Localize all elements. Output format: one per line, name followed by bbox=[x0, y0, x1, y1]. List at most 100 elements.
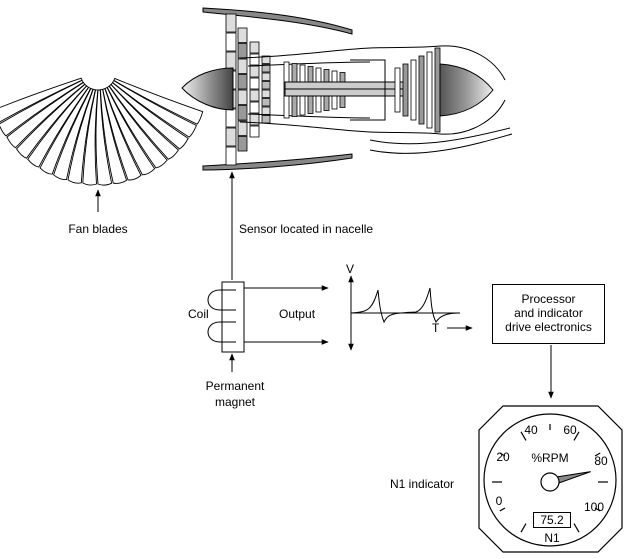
voltage-waveform bbox=[348, 275, 461, 351]
fan-stage-segment bbox=[249, 89, 260, 102]
fan-blade bbox=[99, 88, 128, 184]
gauge-digital-readout: 75.2 bbox=[533, 512, 571, 528]
fan-stage-segment bbox=[225, 32, 237, 52]
n1-indicator-label: N1 indicator bbox=[390, 477, 455, 491]
fan-blade bbox=[15, 83, 88, 159]
fan-stage-segment bbox=[225, 146, 237, 166]
fan-stage-segment bbox=[225, 51, 237, 71]
fan-stage-segment bbox=[261, 98, 271, 107]
fan-stage-segment bbox=[237, 74, 248, 90]
engine-cross-section bbox=[181, 7, 513, 171]
coil-label: Coil bbox=[188, 307, 209, 321]
fan-blade bbox=[112, 79, 197, 138]
fan-stage-segment bbox=[261, 72, 271, 81]
gauge-tick bbox=[520, 431, 527, 441]
turbine-stage bbox=[418, 55, 425, 125]
gauge-tick bbox=[520, 523, 527, 533]
fan-stage-segment bbox=[261, 89, 271, 98]
gauge-tick bbox=[573, 431, 580, 441]
n1-indicator-gauge bbox=[478, 405, 623, 553]
gauge-unit-label: %RPM bbox=[531, 451, 569, 465]
coil-loop-bottom bbox=[207, 321, 236, 343]
fan-stage-segment bbox=[237, 27, 248, 43]
gauge-tick bbox=[594, 452, 601, 457]
fan-stage-segment bbox=[237, 89, 248, 105]
permanent-magnet-label-line1: Permanent bbox=[205, 379, 265, 393]
gauge-scale-0: 0 bbox=[495, 494, 503, 508]
processor-label-line1: Processor bbox=[521, 292, 576, 306]
fan-blade bbox=[6, 81, 86, 149]
fan-blade bbox=[39, 86, 92, 175]
fan-stage-segment bbox=[249, 101, 260, 114]
time-axis-label: T bbox=[432, 321, 440, 335]
pulse-trace bbox=[350, 287, 461, 324]
fan-stage-segment bbox=[237, 105, 248, 121]
processor-label-line3: drive electronics bbox=[505, 320, 592, 334]
fan-stage-segment bbox=[261, 115, 271, 124]
fan-blade bbox=[95, 89, 113, 186]
fan-stage-segment bbox=[249, 53, 260, 66]
fan-stage-segment bbox=[225, 13, 237, 33]
fan-blades-illustration bbox=[0, 77, 204, 186]
gauge-scale-20: 20 bbox=[496, 450, 510, 464]
fan-blade bbox=[53, 87, 94, 181]
fan-stage-segment bbox=[249, 125, 260, 138]
permanent-magnet-label-line2: magnet bbox=[214, 395, 256, 409]
fan-stage-segment bbox=[237, 43, 248, 59]
gauge-tick bbox=[573, 523, 580, 533]
gauge-hub bbox=[540, 472, 560, 492]
fan-stage-segment bbox=[249, 41, 260, 54]
gauge-tick bbox=[499, 507, 506, 512]
gauge-scale-40: 40 bbox=[524, 423, 538, 437]
fan-blade bbox=[113, 77, 204, 125]
spinner-cone bbox=[181, 67, 234, 111]
fan-stage-segment bbox=[237, 58, 248, 74]
processor-box: Processor and indicator drive electronic… bbox=[492, 284, 605, 344]
fan-stage-segment bbox=[261, 64, 271, 73]
magnetic-sensor bbox=[207, 281, 245, 353]
fan-stage-segment bbox=[237, 136, 248, 152]
nacelle-bottom bbox=[202, 153, 353, 171]
fan-blade bbox=[82, 89, 99, 186]
gauge-scale-80: 80 bbox=[594, 454, 608, 468]
turbine-stage bbox=[410, 59, 417, 121]
turbine-stage bbox=[434, 47, 441, 133]
voltage-axis-label: V bbox=[346, 262, 355, 276]
output-label: Output bbox=[279, 307, 316, 321]
coil-loop-top bbox=[207, 289, 236, 311]
fan-blade bbox=[108, 83, 179, 160]
fan-blade bbox=[27, 85, 90, 168]
permanent-magnet-block bbox=[221, 281, 245, 353]
fan-stage-segment bbox=[261, 106, 271, 115]
fan-blade bbox=[110, 82, 189, 150]
arrows bbox=[95, 171, 554, 399]
tail-cone bbox=[439, 63, 494, 117]
fan-stage-segment bbox=[261, 55, 271, 64]
fan-stage-segment bbox=[249, 77, 260, 90]
fan-blade bbox=[67, 88, 96, 184]
fan-blade bbox=[102, 88, 142, 181]
gauge-scale-100: 100 bbox=[583, 500, 605, 514]
fan-stage-segment bbox=[225, 108, 237, 128]
fan-stage-segment bbox=[249, 113, 260, 126]
sensor-label: Sensor located in nacelle bbox=[239, 222, 374, 236]
nacelle-top bbox=[202, 7, 353, 35]
turbine-stage bbox=[394, 67, 401, 113]
fan-stage-segment bbox=[249, 65, 260, 78]
fan-blade bbox=[0, 77, 83, 123]
gauge-tick bbox=[499, 452, 506, 457]
fan-stage-segment bbox=[237, 120, 248, 136]
fan-blade bbox=[106, 85, 168, 169]
fan-stage-segment bbox=[261, 81, 271, 90]
fan-blades-label: Fan blades bbox=[68, 222, 128, 236]
processor-label-line2: and indicator bbox=[514, 306, 583, 320]
gauge-scale-60: 60 bbox=[563, 423, 577, 437]
fan-stage-segment bbox=[225, 127, 237, 147]
fan-blade bbox=[104, 86, 156, 176]
fan-blade bbox=[0, 79, 84, 137]
gauge-tick bbox=[594, 507, 601, 512]
gauge-name-label: N1 bbox=[544, 531, 560, 545]
turbine-stage bbox=[426, 51, 433, 129]
turbine-stage bbox=[402, 63, 409, 117]
